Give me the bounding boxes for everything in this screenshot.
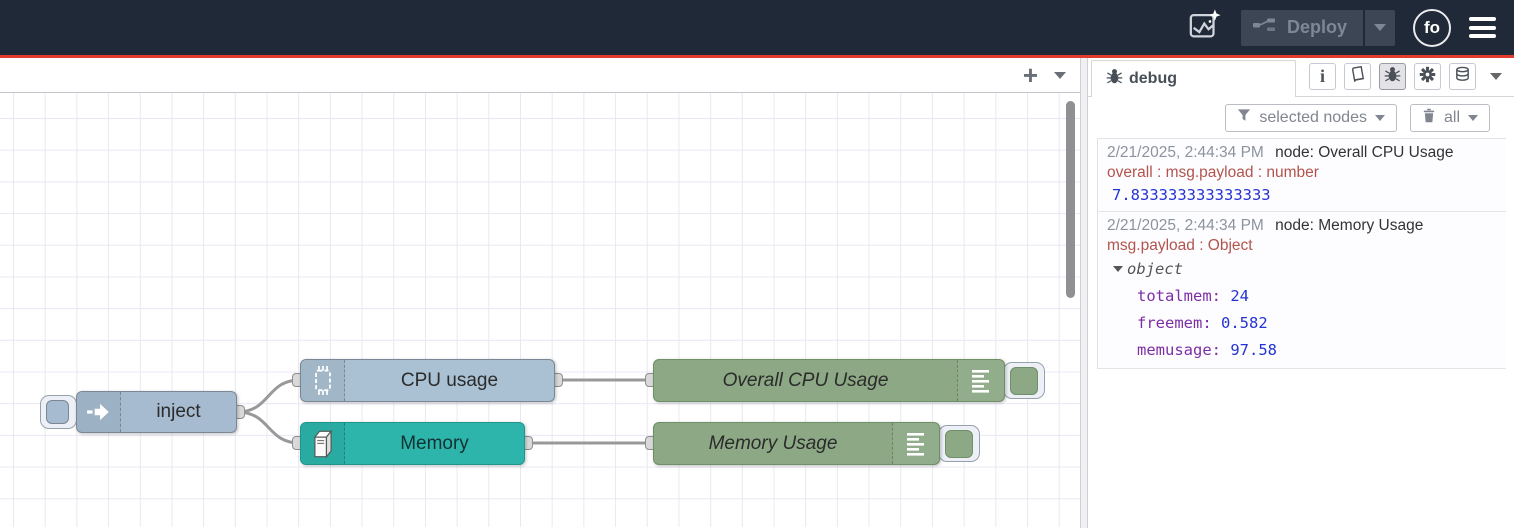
inject-trigger-inner xyxy=(46,400,69,424)
gear-icon xyxy=(1419,66,1436,88)
field-key: memusage xyxy=(1137,341,1212,359)
inject-node[interactable]: inject xyxy=(76,391,237,433)
chevron-down-icon xyxy=(1374,114,1385,121)
debug-console-icon xyxy=(957,360,1004,401)
clear-messages-label: all xyxy=(1443,108,1460,126)
canvas-vertical-scrollbar[interactable] xyxy=(1066,101,1075,298)
flow-canvas[interactable]: inject CPU usage xyxy=(0,93,1080,527)
flow-tab-bar: + xyxy=(0,58,1080,93)
hamburger-icon xyxy=(1469,13,1496,43)
debug-console-icon xyxy=(892,423,939,464)
deploy-label: Deploy xyxy=(1286,17,1347,37)
header-accent-line xyxy=(0,55,1514,58)
sidebar-resize-handle[interactable] xyxy=(1080,58,1088,528)
layers-icon xyxy=(1454,66,1471,88)
debug-sidebar: debug i xyxy=(1088,58,1514,528)
add-flow-button[interactable]: + xyxy=(1022,60,1038,90)
info-tab-button[interactable]: i xyxy=(1309,63,1336,90)
collapse-caret-icon[interactable] xyxy=(1113,266,1123,272)
memory-usage-toggle-button[interactable] xyxy=(938,425,980,462)
wire-layer xyxy=(236,378,653,445)
debug-filter-row: selected nodes all xyxy=(1088,97,1514,138)
assistant-button[interactable] xyxy=(1187,8,1223,47)
help-tab-button[interactable] xyxy=(1344,63,1371,90)
book-icon xyxy=(1349,65,1366,88)
cpu-usage-node-label: CPU usage xyxy=(400,369,499,391)
tab-debug-label: debug xyxy=(1129,70,1177,87)
wire-inject-cpu[interactable] xyxy=(236,378,301,414)
memory-node-label: Memory xyxy=(400,432,469,454)
clear-messages-button[interactable]: all xyxy=(1409,103,1490,132)
object-field-row: freemem: 0.582 xyxy=(1137,314,1268,332)
object-field-row: memusage: 97.58 xyxy=(1137,341,1278,359)
cpu-chip-icon xyxy=(301,360,345,401)
inject-trigger-button[interactable] xyxy=(40,395,77,429)
main-menu-button[interactable] xyxy=(1469,13,1496,43)
message-meta: msg.payload : Object xyxy=(1107,237,1253,254)
computer-tower-icon xyxy=(301,423,345,464)
field-value: 97.58 xyxy=(1230,341,1278,359)
overall-cpu-toggle-button[interactable] xyxy=(1003,362,1045,399)
message-meta: overall : msg.payload : number xyxy=(1107,164,1319,181)
config-tab-button[interactable] xyxy=(1414,63,1441,90)
field-value: 0.582 xyxy=(1221,314,1268,332)
deploy-options-button[interactable] xyxy=(1365,9,1395,46)
overall-cpu-toggle-inner xyxy=(1010,367,1038,395)
chevron-down-icon xyxy=(1468,114,1478,121)
debug-message-list: 2/21/2025, 2:44:34 PM node: Overall CPU … xyxy=(1097,138,1506,369)
avatar-label: fo xyxy=(1423,17,1441,37)
workspace: + inject xyxy=(0,58,1080,528)
flow-list-chevron-icon[interactable] xyxy=(1054,71,1066,79)
funnel-icon xyxy=(1237,108,1251,127)
memory-usage-debug-node[interactable]: Memory Usage xyxy=(653,422,940,465)
field-key: totalmem xyxy=(1137,287,1212,305)
memory-usage-node-label: Memory Usage xyxy=(708,432,838,454)
tab-debug[interactable]: debug xyxy=(1091,60,1296,97)
inject-node-label: inject xyxy=(156,401,201,422)
message-node-name: node: Memory Usage xyxy=(1275,217,1424,234)
context-data-tab-button[interactable] xyxy=(1449,63,1476,90)
wire-inject-memory[interactable] xyxy=(236,410,301,445)
object-field-row: totalmem: 24 xyxy=(1137,287,1250,305)
inject-arrow-icon xyxy=(77,392,121,432)
filter-nodes-button[interactable]: selected nodes xyxy=(1225,103,1397,132)
sidebar-options-chevron-icon[interactable] xyxy=(1490,73,1502,80)
deploy-icon xyxy=(1252,17,1277,38)
memory-node[interactable]: Memory xyxy=(300,422,525,465)
message-timestamp: 2/21/2025, 2:44:34 PM xyxy=(1107,144,1264,161)
sidebar-toolbar: i xyxy=(1296,63,1514,96)
filter-nodes-label: selected nodes xyxy=(1259,108,1367,126)
object-label: object xyxy=(1127,260,1183,278)
bug-icon xyxy=(1106,68,1123,90)
header: Deploy fo xyxy=(0,0,1514,55)
user-avatar[interactable]: fo xyxy=(1413,8,1451,47)
memory-usage-toggle-inner xyxy=(945,430,973,458)
sidebar-tab-bar: debug i xyxy=(1088,58,1514,97)
message-value: 7.833333333333333 xyxy=(1112,186,1271,204)
message-node-name: node: Overall CPU Usage xyxy=(1275,144,1454,161)
chevron-down-icon xyxy=(1374,24,1386,31)
debug-tab-button[interactable] xyxy=(1379,63,1406,90)
debug-message[interactable]: 2/21/2025, 2:44:34 PM node: Memory Usage… xyxy=(1098,212,1506,369)
field-value: 24 xyxy=(1230,287,1250,305)
chart-sparkle-icon xyxy=(1187,8,1223,47)
bug-icon xyxy=(1384,66,1401,88)
debug-message[interactable]: 2/21/2025, 2:44:34 PM node: Overall CPU … xyxy=(1098,138,1506,212)
info-icon: i xyxy=(1319,66,1325,86)
cpu-usage-node[interactable]: CPU usage xyxy=(300,359,555,402)
deploy-button[interactable]: Deploy xyxy=(1240,9,1363,46)
object-expander-row[interactable]: object xyxy=(1107,256,1502,283)
overall-cpu-debug-node[interactable]: Overall CPU Usage xyxy=(653,359,1005,402)
trash-icon xyxy=(1422,108,1436,128)
message-timestamp: 2/21/2025, 2:44:34 PM xyxy=(1107,217,1264,234)
deploy-group: Deploy xyxy=(1240,9,1395,46)
overall-cpu-node-label: Overall CPU Usage xyxy=(722,369,889,391)
field-key: freemem xyxy=(1137,314,1203,332)
